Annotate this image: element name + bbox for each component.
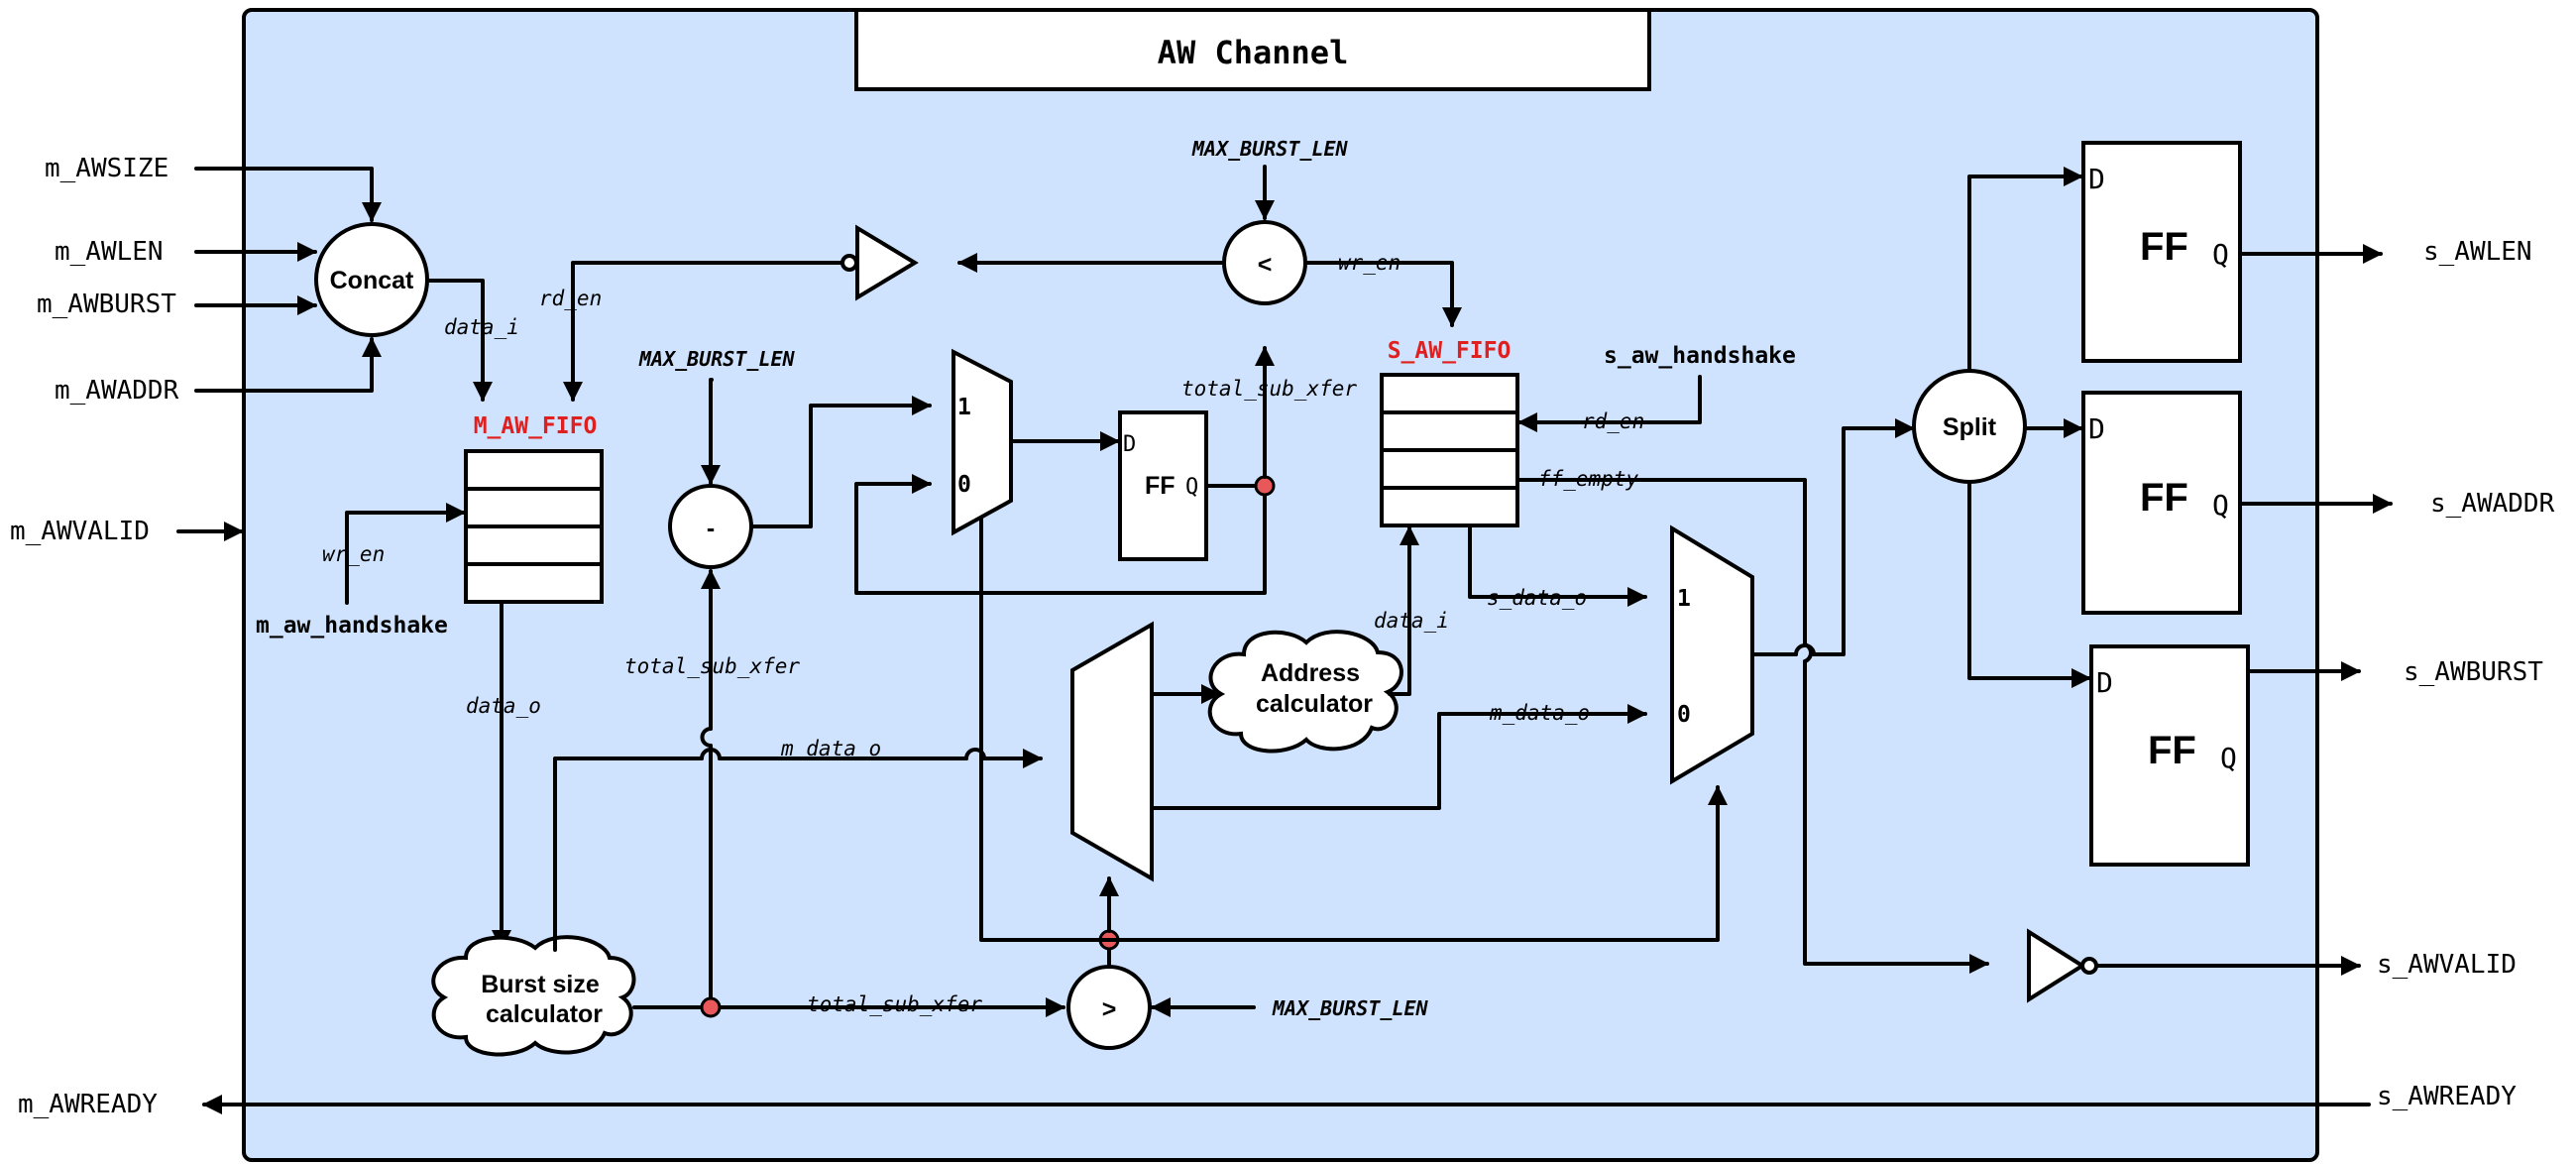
mux-output	[1670, 524, 1754, 785]
wire-m-data-o-demux	[553, 758, 1041, 952]
mux-output-in0: 0	[1677, 702, 1691, 728]
wire-m-awsize	[194, 167, 382, 222]
label-m-data-o-demux: m_data_o	[780, 737, 881, 760]
ff-awburst-label: FF	[2148, 729, 2196, 772]
ff-awburst	[2089, 644, 2250, 867]
mux-burst	[952, 348, 1013, 536]
wire-addr-data-i	[1388, 525, 1419, 696]
demux-block	[1070, 621, 1154, 882]
wire-data-i-m	[425, 279, 493, 402]
greater-than-label: >	[1102, 995, 1117, 1023]
label-total-sub-xfer-sub: total_sub_xfer	[624, 654, 800, 678]
label-wr-en-m: wr_en	[322, 542, 385, 566]
wire-split-to-ff1	[1967, 167, 2083, 373]
label-m-data-o-mux0: m_data_o	[1489, 701, 1590, 725]
label-data-o-m: data_o	[466, 694, 541, 718]
port-m-awaddr: m_AWADDR	[55, 376, 179, 406]
m-aw-fifo	[464, 449, 604, 604]
less-than-label: <	[1258, 251, 1273, 279]
title-box	[854, 8, 1651, 91]
ff-awburst-d: D	[2096, 666, 2113, 699]
label-rd-en-m: rd_en	[539, 287, 602, 310]
wire-ff-feedback	[854, 474, 1267, 595]
mux-burst-in0: 0	[957, 472, 971, 498]
ff-awaddr-label: FF	[2140, 476, 2188, 520]
wire-demux-to-mux0	[1150, 704, 1647, 810]
ff-awlen-q: Q	[2212, 238, 2229, 271]
junction-total-sub-xfer	[700, 996, 722, 1018]
wire-m-awaddr	[194, 337, 382, 393]
subtractor-label: -	[707, 515, 715, 542]
addr-calc-line2: calculator	[1256, 690, 1373, 718]
ff-awaddr	[2081, 391, 2242, 615]
port-m-awlen: m_AWLEN	[55, 237, 164, 267]
ff-awaddr-d: D	[2088, 412, 2105, 445]
port-s-awburst: s_AWBURST	[2404, 657, 2543, 687]
port-m-awburst: m_AWBURST	[37, 290, 176, 319]
label-data-i-s: data_i	[1374, 609, 1449, 633]
inverter-lt-bubble	[840, 254, 858, 272]
port-s-awaddr: s_AWADDR	[2430, 489, 2555, 519]
s-aw-fifo	[1380, 373, 1519, 527]
label-data-i-m: data_i	[444, 315, 519, 339]
port-s-awlen: s_AWLEN	[2423, 237, 2532, 267]
burst-calc-line1: Burst size	[481, 971, 600, 998]
max-burst-len-sub: MAX_BURST_LEN	[638, 347, 795, 371]
mux-burst-in1: 1	[957, 395, 971, 420]
mux-output-in1: 1	[1677, 586, 1691, 612]
port-m-awready: m_AWREADY	[18, 1090, 158, 1119]
inverter-awvalid	[2027, 928, 2086, 1003]
label-rd-en-s: rd_en	[1582, 409, 1644, 433]
label-ff-empty: ff_empty	[1538, 467, 1639, 491]
m-aw-fifo-label: M_AW_FIFO	[474, 413, 598, 439]
ff-register-label: FF	[1145, 472, 1176, 500]
ff-awlen-label: FF	[2140, 225, 2188, 269]
m-aw-handshake-label: m_aw_handshake	[256, 613, 448, 639]
concat-label: Concat	[330, 267, 414, 294]
port-m-awsize: m_AWSIZE	[45, 154, 168, 183]
wire-split-to-ff3	[1967, 480, 2091, 688]
burst-size-calculator	[431, 935, 636, 1057]
port-s-awready: s_AWREADY	[2377, 1082, 2517, 1111]
wire-ff-empty	[1515, 478, 1987, 964]
junction-ff-q	[1254, 475, 1276, 497]
wire-rd-en-m	[563, 261, 849, 402]
s-aw-handshake-label: s_aw_handshake	[1604, 343, 1796, 369]
address-calculator	[1207, 630, 1403, 754]
wire-gt-sel-bus	[979, 600, 1728, 942]
label-wr-en-s: wr_en	[1338, 251, 1400, 275]
label-total-sub-xfer-lt: total_sub_xfer	[1181, 377, 1357, 401]
wire-rd-en-s	[1517, 375, 1702, 432]
burst-calc-line2: calculator	[486, 1000, 603, 1028]
ff-awlen-d: D	[2088, 163, 2105, 195]
max-burst-len-lt: MAX_BURST_LEN	[1191, 137, 1348, 161]
ff-register-q: Q	[1185, 475, 1198, 500]
wire-sub-to-mux1	[749, 396, 932, 528]
ff-register	[1118, 410, 1208, 561]
wire-wr-en-m	[345, 503, 466, 605]
ff-awaddr-q: Q	[2212, 489, 2229, 522]
title: AW Channel	[1158, 34, 1349, 71]
s-aw-fifo-label: S_AW_FIFO	[1388, 338, 1512, 364]
addr-calc-line1: Address	[1261, 659, 1360, 687]
ff-register-d: D	[1123, 432, 1136, 457]
inverter-awvalid-bubble	[2080, 957, 2098, 975]
ff-awburst-q: Q	[2220, 742, 2237, 774]
port-s-awvalid: s_AWVALID	[2377, 950, 2517, 980]
wire-wr-en-s	[1303, 261, 1462, 327]
wire-s-data-o	[1468, 524, 1647, 607]
label-total-sub-xfer-gt: total_sub_xfer	[807, 992, 982, 1016]
wire-mux-to-split	[1750, 428, 1913, 656]
max-burst-len-gt: MAX_BURST_LEN	[1272, 996, 1428, 1020]
label-s-data-o: s_data_o	[1487, 586, 1587, 610]
port-m-awvalid: m_AWVALID	[10, 517, 150, 546]
split-label: Split	[1943, 413, 1997, 441]
